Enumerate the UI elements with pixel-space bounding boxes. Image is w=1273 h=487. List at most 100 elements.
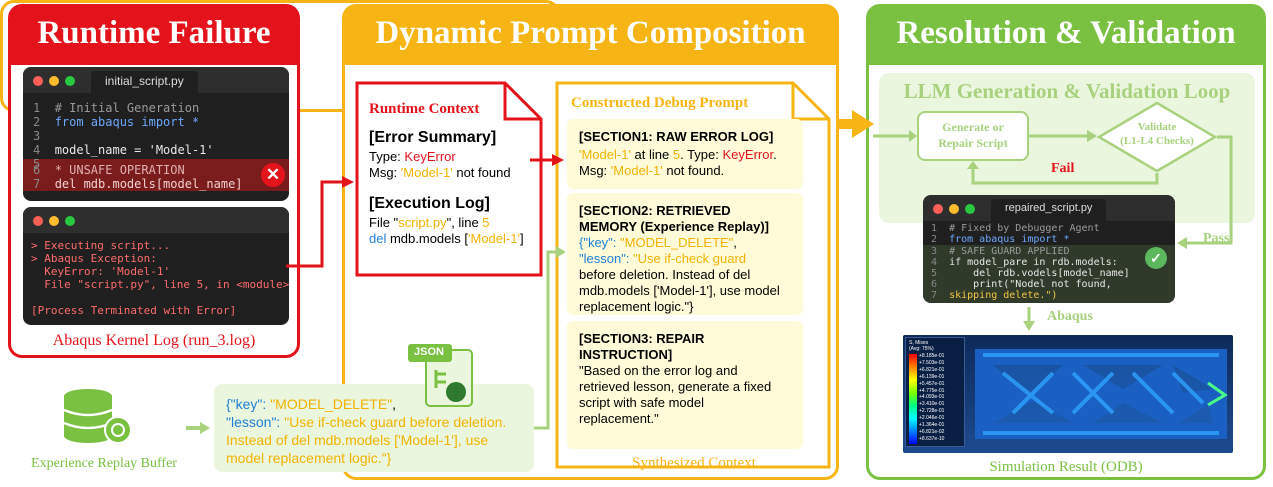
code-line: 7 skipping delete.") [931,290,1058,301]
code-line: 2 from abaqus import * [931,234,1070,245]
maximize-dot-icon [65,76,75,86]
terminal-line: [Process Terminated with Error] [31,304,237,317]
replay-lesson-box: {"key": "MODEL_DELETE", "lesson": "Use i… [214,384,534,472]
simulation-result-image: S, Mises (Avg: 75%) +8.185e-01 +7.503e-0… [903,335,1233,453]
section3-body-line: retrieved lesson, generate a fixed [579,379,772,394]
prompt-composition-header [345,7,836,65]
section2-key-line: {"key": "MODEL_DELETE", [579,235,737,250]
terminal-line: File "script.py", line 5, in <module> [31,278,289,291]
json-file-icon [408,344,473,407]
runtime-failure-header [11,7,297,65]
section2-lesson-line: replacement logic."} [579,299,694,314]
resolution-title: Resolution & Validation [896,15,1236,51]
terminal-line: > Executing script... [31,239,171,252]
runtime-failure-panel: Runtime Failure initial_script.py 1 # In… [8,4,300,358]
code-line: 4 if model_pare in rdb.models: [931,257,1118,268]
loop-arrows [873,130,1233,331]
exec-del-line: del mdb.models ['Model-1'] [369,231,524,246]
synthesized-context-caption: Synthesized Context [632,455,756,471]
json-badge: JSON [414,346,444,358]
code-line: 3 [33,129,41,143]
prompt-composition-panel: Dynamic Prompt Composition Runtime Conte… [342,4,839,480]
unsafe-highlight [23,159,289,191]
code-line: 5 del rdb.vodels[model_name] [931,268,1130,279]
validate-diamond [1097,101,1217,173]
pass-label: Pass [1203,231,1230,246]
section3-title-1: [SECTION3: REPAIR [579,331,705,346]
validate-label-2: (L1-L4 Checks) [1120,135,1194,147]
code-line: 2 from abaqus import * [33,115,200,129]
code-line: 3 # SAFE GUARD APPLIED [931,246,1070,257]
minimize-dot-icon [49,76,59,86]
minimize-dot-icon [49,216,59,226]
resolution-panel: Resolution & Validation LLM Generation &… [866,4,1266,480]
section3-body-line: replacement." [579,411,659,426]
maximize-dot-icon [965,204,975,214]
abaqus-label: Abaqus [1047,309,1093,324]
legend-values: +8.185e-01 +7.503e-01 +6.821e-01 +6.139e… [919,353,945,442]
section1-title: [SECTION1: RAW ERROR LOG] [579,129,774,144]
error-type-line: Type: KeyError [369,149,456,164]
initial-script-window: initial_script.py 1 # Initial Generation… [23,67,289,201]
runtime-context-title: Runtime Context [369,101,480,117]
code-line: 6 print("Nodel not found, [931,279,1112,290]
close-dot-icon [33,216,43,226]
prompt-composition-title: Dynamic Prompt Composition [375,15,806,51]
minimize-dot-icon [949,204,959,214]
code-line: 7 del mdb.models[model_name] [33,177,243,191]
database-icon [63,389,132,444]
section1-line1: 'Model-1' at line 5. Type: KeyError. [579,147,777,162]
generate-repair-node [917,111,1029,161]
debug-prompt-title: Constructed Debug Prompt [571,95,749,111]
section1-line2: Msg: 'Model-1' not found. [579,163,725,178]
initial-script-tab[interactable]: initial_script.py [91,71,198,93]
code-line: 5 [33,157,41,171]
code-line: 4 model_name = 'Model-1' [33,143,214,157]
repaired-script-tab[interactable]: repaired_script.py [991,199,1107,221]
error-msg-line: Msg: 'Model-1' not found [369,165,511,180]
simulation-result-caption: Simulation Result (ODB) [989,459,1143,475]
generate-label-2: Repair Script [938,136,1008,150]
section-raw-error-log: [SECTION1: RAW ERROR LOG] 'Model-1' at l… [567,119,803,189]
legend-title-2: (Avg: 75%) [909,346,934,352]
exec-file-line: File "script.py", line 5 [369,215,490,230]
replay-lesson-line: model replacement logic."} [226,450,392,466]
section2-lesson-line: before deletion. Instead of del [579,267,751,282]
arrow-right-icon [186,422,210,434]
runtime-failure-title: Runtime Failure [37,15,271,51]
error-summary-heading: [Error Summary] [369,129,497,146]
replay-lesson-line: Instead of del mdb.models ['Model-1'], u… [226,432,489,448]
error-x-icon: ✕ [261,163,285,187]
maximize-dot-icon [65,216,75,226]
code-line: 1 # Fixed by Debugger Agent [931,223,1100,234]
code-line: 6 * UNSAFE OPERATION [33,163,185,177]
execution-log-heading: [Execution Log] [369,195,490,212]
terminal-window: > Executing script... > Abaqus Exception… [23,207,289,325]
section2-title-1: [SECTION2: RETRIEVED [579,203,731,218]
validate-label-1: Validate [1137,121,1177,133]
section3-body-line: "Based on the error log and [579,363,738,378]
replay-key-line: {"key": "MODEL_DELETE", [226,396,397,412]
section-repair-instruction: [SECTION3: REPAIR INSTRUCTION] "Based on… [567,321,803,449]
loop-title: LLM Generation & Validation Loop [903,79,1231,103]
resolution-header [869,7,1263,65]
terminal-line: KeyError: 'Model-1' [31,265,171,278]
code-line: 1 # Initial Generation [33,101,200,115]
generate-label-1: Generate or [942,120,1004,134]
section-retrieved-memory: [SECTION2: RETRIEVED MEMORY (Experience … [567,193,803,315]
section2-lesson-line: mdb.models ['Model-1'], use model [579,283,780,298]
safe-guard-highlight [923,245,1175,303]
repaired-script-window: repaired_script.py 1 # Fixed by Debugger… [923,195,1175,303]
replay-buffer-label: Experience Replay Buffer [31,456,177,471]
section2-lesson-line: "lesson": "Use if-check guard [579,251,747,266]
truss-structure [975,349,1228,439]
stress-legend: S, Mises (Avg: 75%) +8.185e-01 +7.503e-0… [905,337,965,447]
legend-color-bar [909,354,917,444]
kernel-log-caption: Abaqus Kernel Log (run_3.log) [52,332,256,349]
section3-body-line: script with safe model [579,395,704,410]
close-dot-icon [933,204,943,214]
check-icon: ✓ [1145,247,1167,269]
section3-title-2: INSTRUCTION] [579,347,673,362]
terminal-line: > Abaqus Exception: [31,252,157,265]
